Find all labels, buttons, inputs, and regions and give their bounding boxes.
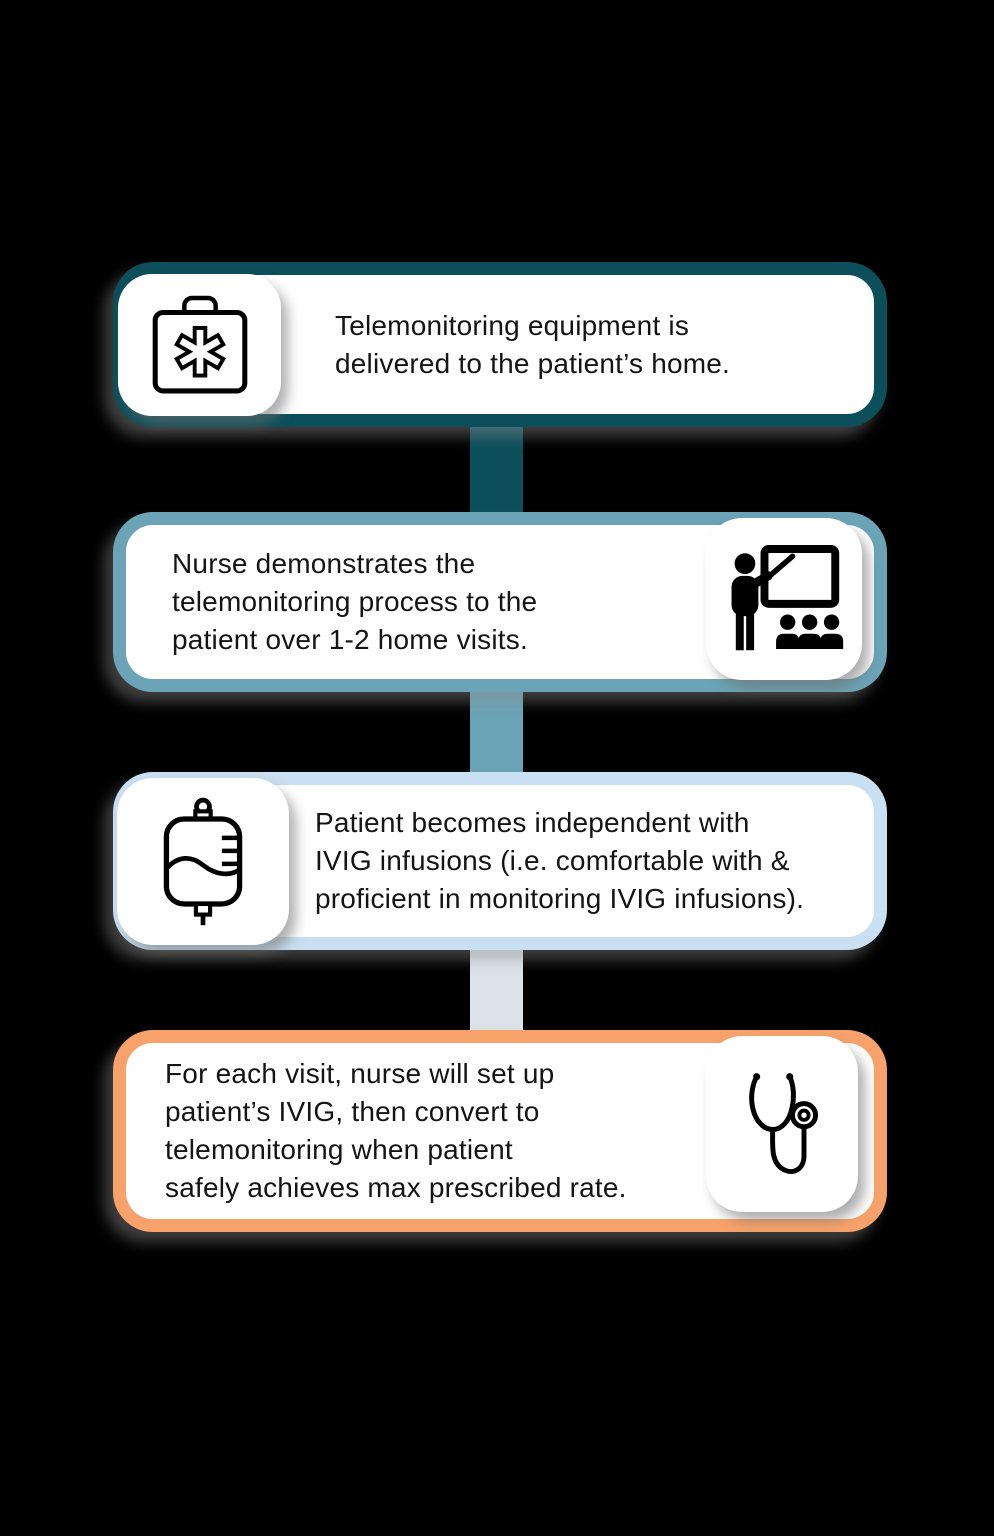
step-2-text: Nurse demonstrates the telemonitoring pr…: [172, 548, 538, 655]
step-3-icon-tile: [117, 778, 289, 945]
step-1-icon-tile: [118, 274, 281, 416]
step-2-icon-tile: [706, 518, 862, 680]
iv-bag-icon: [163, 797, 243, 926]
step-3-text: Patient becomes independent with IVIG in…: [315, 807, 805, 914]
presenter-whiteboard-icon: [731, 545, 844, 651]
stethoscope-icon: [749, 1073, 819, 1174]
step-1-text: Telemonitoring equipment is delivered to…: [335, 309, 731, 379]
connector-step2-step3: [470, 685, 523, 780]
medical-bag-icon: [152, 295, 247, 394]
connector-step1-step2: [470, 420, 523, 520]
step-4-icon-tile: [706, 1036, 858, 1212]
connector-step3-step4: [470, 943, 523, 1038]
step-4-text: For each visit, nurse will set up patien…: [165, 1058, 627, 1203]
